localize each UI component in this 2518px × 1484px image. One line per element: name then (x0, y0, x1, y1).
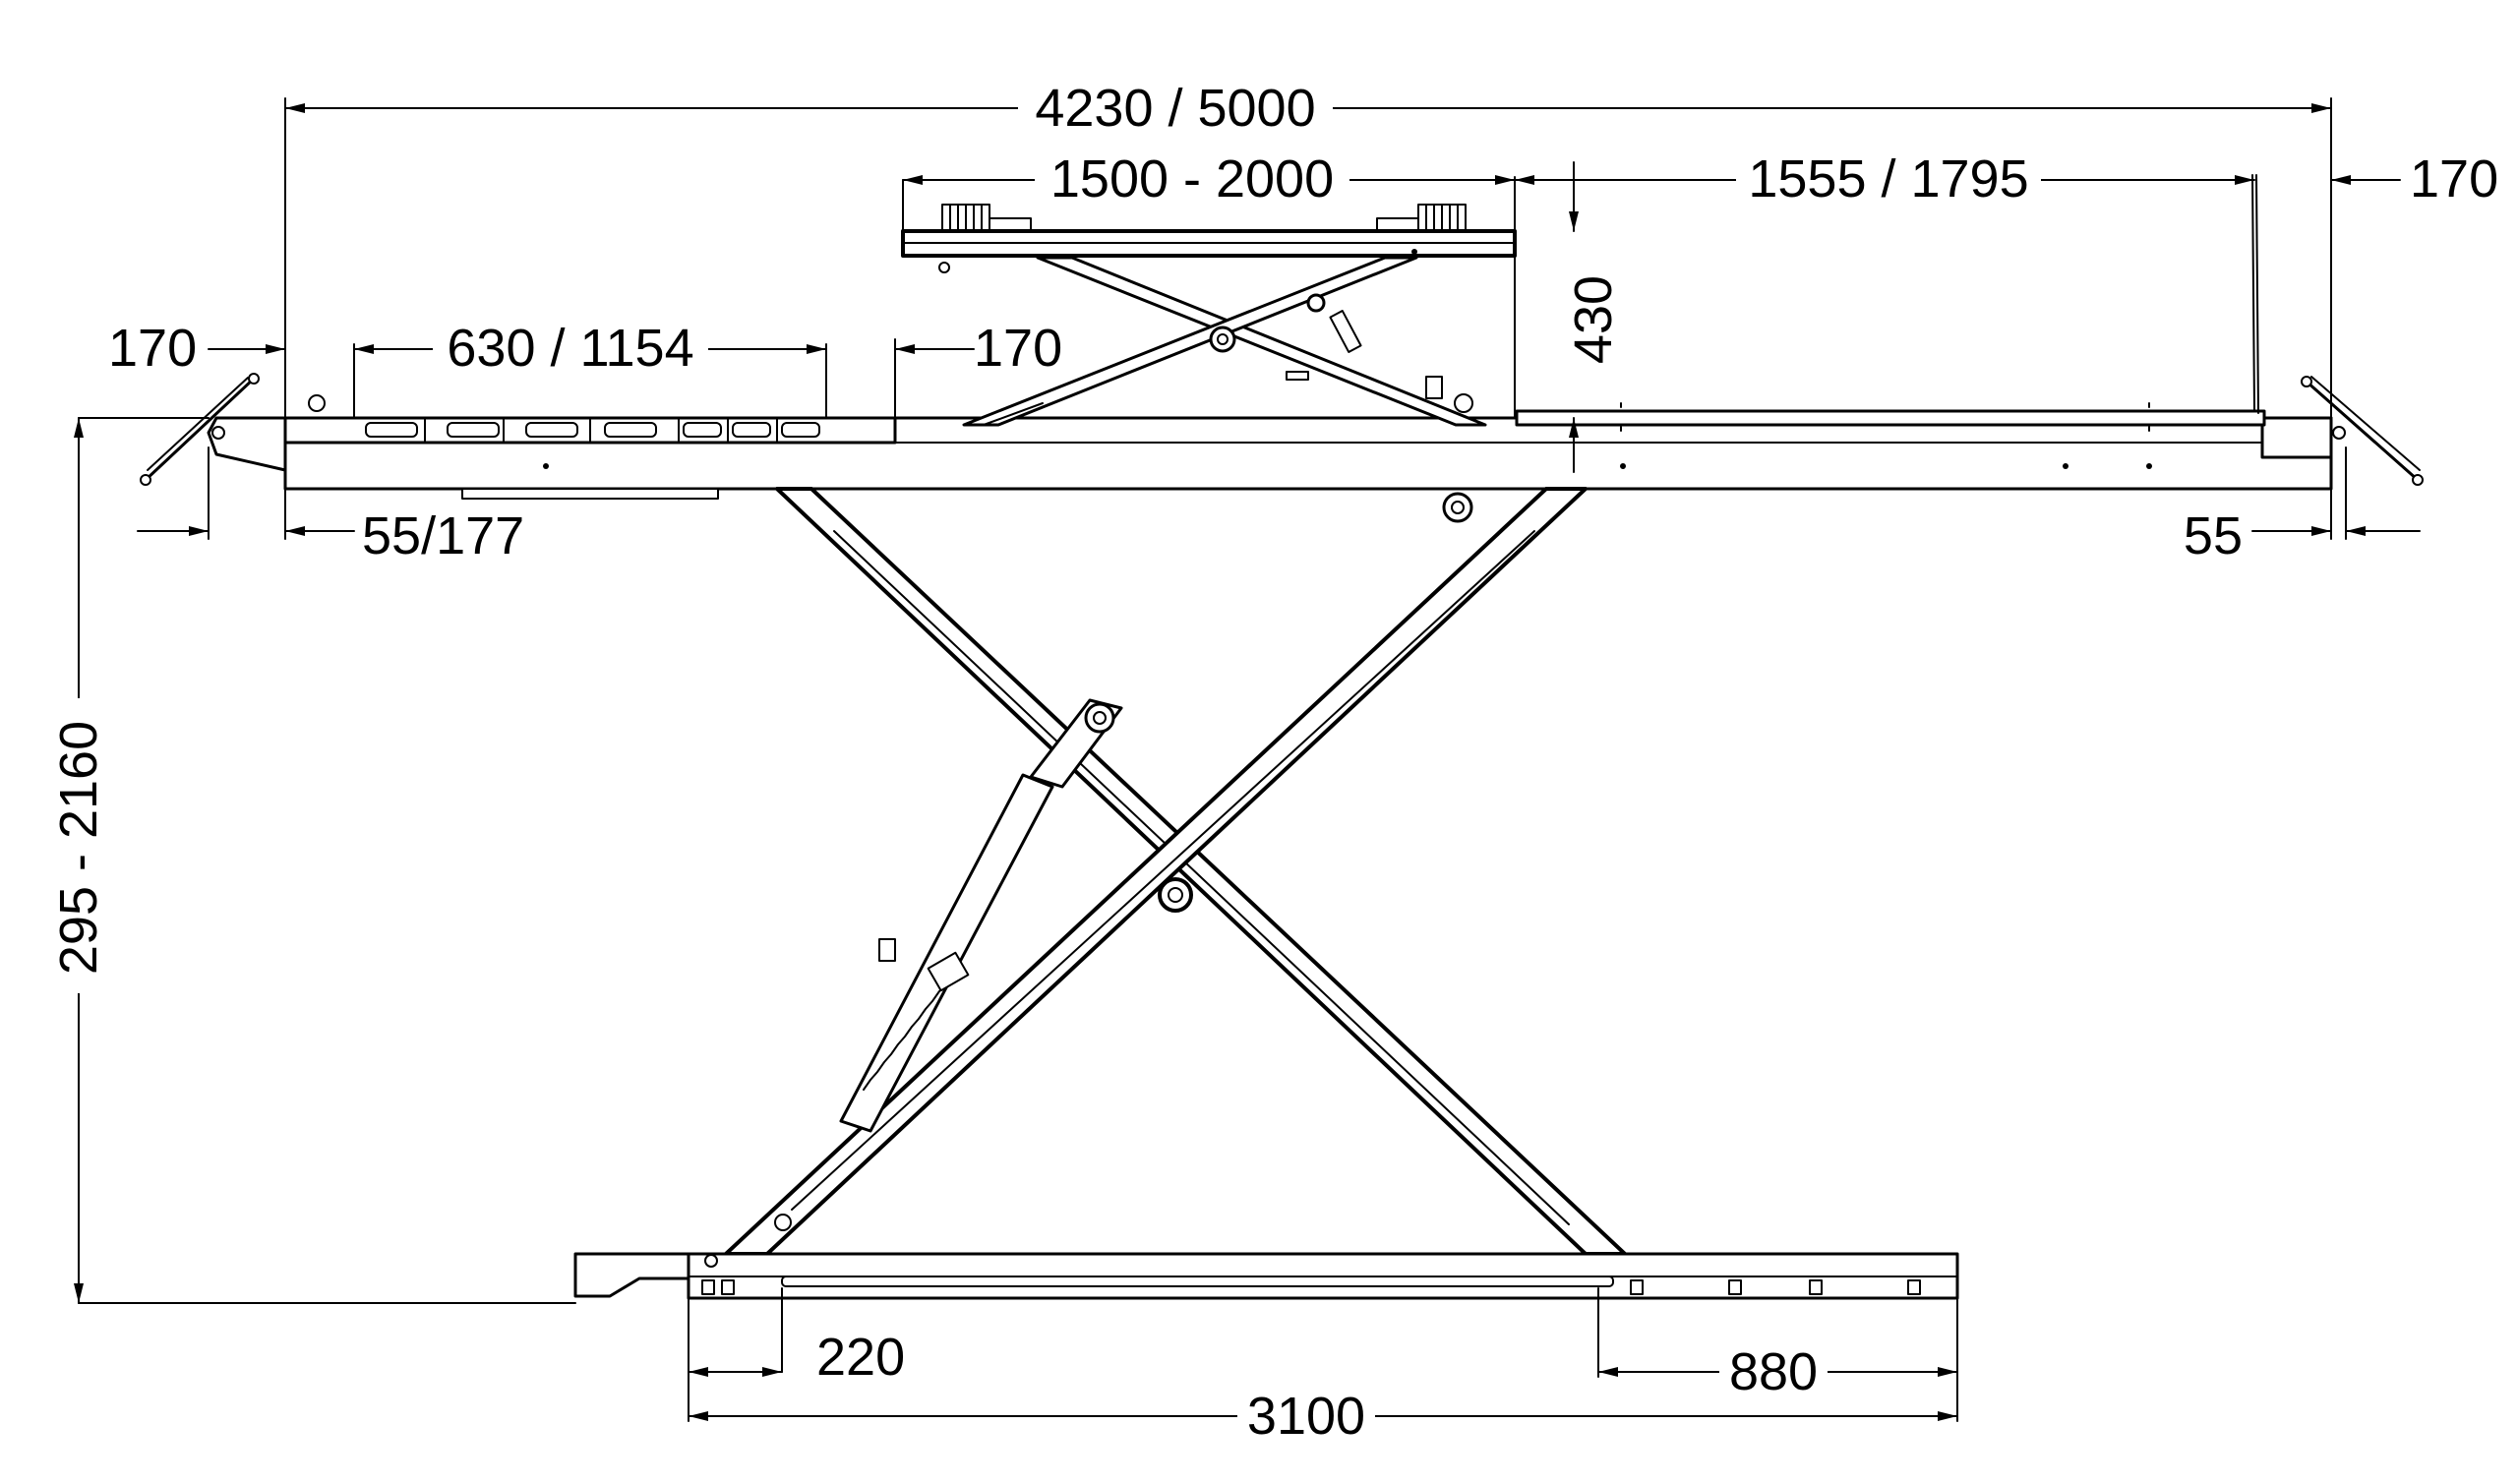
hydraulic-cylinder (774, 698, 1123, 1231)
dimension-lines (74, 97, 2421, 1422)
dim-lift-height: 295 - 2160 (49, 721, 108, 975)
dim-base-left: 220 (816, 1328, 905, 1387)
right-ramp (2260, 376, 2424, 486)
dim-left-overhang: 55/177 (362, 506, 524, 565)
dim-platform-height: 430 (1564, 275, 1623, 364)
dim-base-right: 880 (1729, 1342, 1818, 1401)
top-platform (901, 204, 1517, 273)
dim-slot-range: 630 / 1154 (447, 319, 693, 378)
upper-scissor (962, 256, 1487, 427)
dim-right-overhang: 55 (2184, 506, 2243, 565)
dim-platform-width: 1500 - 2000 (1050, 149, 1334, 208)
base-frame (573, 1252, 1959, 1300)
dim-overall-length: 4230 / 5000 (1035, 79, 1315, 138)
left-extension-slots (283, 394, 897, 445)
dim-left-edge: 170 (108, 319, 197, 378)
left-ramp (140, 373, 287, 486)
dim-platform-offset: 170 (974, 319, 1062, 378)
dim-right-edge: 170 (2410, 149, 2498, 208)
dim-extension-right: 1555 / 1795 (1748, 149, 2028, 208)
dim-base-length: 3100 (1247, 1387, 1365, 1446)
dimension-labels: 4230 / 5000 1500 - 2000 1555 / 1795 170 … (49, 79, 2498, 1446)
anchor-bolts (701, 1279, 1921, 1295)
main-scissor (724, 487, 1627, 1256)
right-slide-platform (1515, 174, 2266, 427)
